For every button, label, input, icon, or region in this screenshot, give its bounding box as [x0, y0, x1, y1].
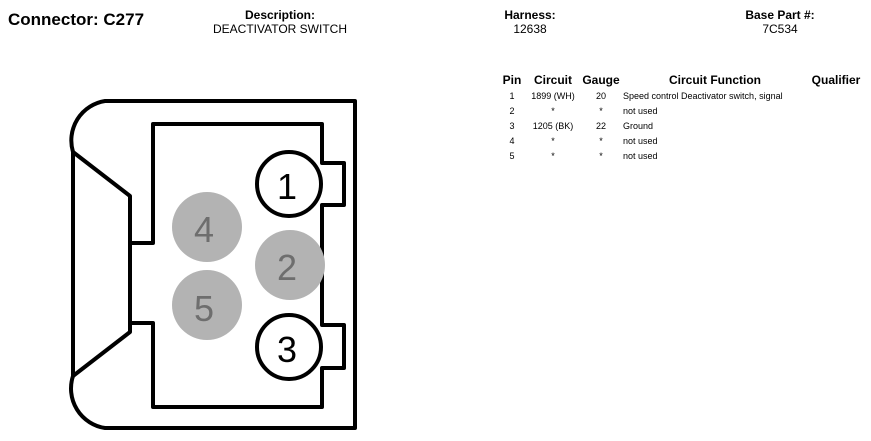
cell-pin: 4: [509, 135, 515, 146]
connector-housing: [69, 99, 357, 430]
harness-label: Harness:: [504, 8, 556, 22]
cell-circuit: 1205 (BK): [532, 120, 574, 131]
cell-gauge: *: [599, 105, 603, 116]
pin-1-label: 1: [277, 166, 297, 207]
cell-gauge: *: [599, 135, 603, 146]
cell-gauge: 20: [595, 90, 606, 101]
pin-3-circle: [255, 313, 323, 381]
pin-5-circle: [172, 270, 242, 340]
pin-2-label: 2: [277, 247, 297, 288]
pin-4: 4: [172, 192, 242, 262]
description-value: DEACTIVATOR SWITCH: [212, 22, 347, 36]
cell-circuit-function: not used: [623, 150, 658, 161]
cell-circuit-function: Ground: [623, 120, 654, 131]
header-gauge: Gauge: [582, 73, 620, 87]
base-part-value: 7C534: [762, 22, 798, 36]
connector-latch: [71, 150, 132, 378]
pin-5: 5: [172, 270, 242, 340]
table-row: 3 1205 (BK) 22 Ground: [497, 118, 865, 133]
base-part-block: Base Part #: 7C534: [720, 8, 840, 36]
pin-table-header-row: Pin Circuit Gauge Circuit Function Quali…: [497, 72, 865, 88]
cell-circuit: *: [551, 150, 555, 161]
header-circuit: Circuit: [533, 73, 572, 87]
base-part-label: Base Part #:: [745, 8, 815, 22]
pin-1-circle: [255, 150, 323, 218]
pin-1: 1: [255, 150, 323, 218]
cell-gauge: *: [599, 150, 603, 161]
pin-2: 2: [255, 230, 325, 300]
cell-pin: 2: [509, 105, 515, 116]
table-row: 5 * * not used: [497, 148, 865, 163]
header-circuit-function: Circuit Function: [669, 73, 761, 87]
cell-pin: 5: [509, 150, 515, 161]
header-qualifier: Qualifier: [811, 73, 861, 87]
connector-cavity: [128, 122, 346, 409]
pin-3-label: 3: [277, 329, 297, 370]
connector-title: Connector: C277: [8, 10, 145, 29]
cell-circuit: *: [551, 135, 555, 146]
pin-3: 3: [255, 313, 323, 381]
cell-circuit: 1899 (WH): [531, 90, 575, 101]
cell-circuit: *: [551, 105, 555, 116]
pin-5-label: 5: [194, 288, 214, 329]
pin-4-circle: [172, 192, 242, 262]
cell-circuit-function: not used: [623, 105, 658, 116]
cell-gauge: 22: [595, 120, 606, 131]
pin-table: Pin Circuit Gauge Circuit Function Quali…: [497, 72, 865, 163]
description-block: Description: DEACTIVATOR SWITCH: [200, 8, 360, 36]
table-row: 4 * * not used: [497, 133, 865, 148]
table-row: 2 * * not used: [497, 103, 865, 118]
pin-2-circle: [255, 230, 325, 300]
harness-block: Harness: 12638: [490, 8, 570, 36]
header-pin: Pin: [502, 73, 522, 87]
description-label: Description:: [244, 8, 315, 22]
table-row: 1 1899 (WH) 20 Speed control Deactivator…: [497, 88, 865, 103]
cell-circuit-function: Speed control Deactivator switch, signal: [623, 90, 783, 101]
cell-pin: 1: [509, 90, 515, 101]
harness-value: 12638: [513, 22, 547, 36]
cell-pin: 3: [509, 120, 515, 131]
pin-4-label: 4: [194, 209, 214, 250]
cell-circuit-function: not used: [623, 135, 658, 146]
